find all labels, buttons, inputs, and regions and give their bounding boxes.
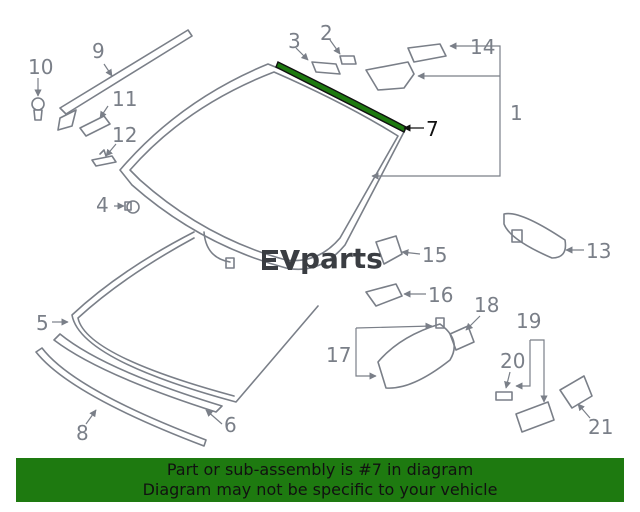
trim-strip-part-9[interactable]: [57, 29, 193, 131]
clip-part-18[interactable]: [449, 325, 475, 351]
evparts-watermark: parts: [262, 242, 383, 275]
label-20[interactable]: 20: [500, 349, 525, 373]
label-10[interactable]: 10: [28, 55, 53, 79]
label-15[interactable]: 15: [422, 243, 447, 267]
info-banner: Part or sub-assembly is #7 in diagram Di…: [16, 458, 624, 502]
windshield-glass[interactable]: [119, 63, 406, 271]
label-1[interactable]: 1: [510, 101, 523, 125]
molding-part-7[interactable]: [275, 61, 407, 133]
seal-part-6[interactable]: [53, 333, 223, 413]
label-13[interactable]: 13: [586, 239, 611, 263]
label-11[interactable]: 11: [112, 87, 137, 111]
label-4[interactable]: 4: [96, 193, 109, 217]
mirror-part-13[interactable]: [503, 212, 567, 259]
banner-line-1: Part or sub-assembly is #7 in diagram: [166, 460, 474, 479]
leader-lines: [34, 39, 591, 425]
pad-part-2[interactable]: [339, 55, 357, 65]
label-6[interactable]: 6: [224, 413, 237, 437]
sensor-part-19[interactable]: [495, 391, 555, 433]
watermark-text: parts: [300, 242, 383, 275]
pad-part-11[interactable]: [79, 115, 111, 137]
dam-part-5[interactable]: [71, 231, 319, 403]
label-2[interactable]: 2: [320, 21, 333, 45]
label-12[interactable]: 12: [112, 123, 137, 147]
label-16[interactable]: 16: [428, 283, 453, 307]
pin-part-12[interactable]: [91, 149, 117, 167]
clip-part-10[interactable]: [31, 97, 45, 121]
spacer-part-4[interactable]: [124, 200, 140, 214]
label-18[interactable]: 18: [474, 293, 499, 317]
banner-line-2: Diagram may not be specific to your vehi…: [142, 480, 498, 499]
label-9[interactable]: 9: [92, 39, 105, 63]
label-14[interactable]: 14: [470, 35, 495, 59]
label-21[interactable]: 21: [588, 415, 613, 439]
label-5[interactable]: 5: [36, 311, 49, 335]
housing-part-17[interactable]: [377, 317, 456, 389]
bracket-part-21[interactable]: [559, 375, 593, 409]
label-7[interactable]: 7: [426, 117, 439, 141]
tape-part-3[interactable]: [311, 61, 341, 75]
label-8[interactable]: 8: [76, 421, 89, 445]
bracket-part-16[interactable]: [365, 283, 403, 307]
label-17[interactable]: 17: [326, 343, 351, 367]
bracket-assembly-part-1[interactable]: [365, 43, 447, 91]
label-3[interactable]: 3: [288, 29, 301, 53]
parts-diagram: 1 2 3 4 5 6 7 8 9 10 11 12 13 14 15 16 1…: [28, 21, 613, 447]
seal-part-8[interactable]: [35, 347, 207, 447]
label-19[interactable]: 19: [516, 309, 541, 333]
